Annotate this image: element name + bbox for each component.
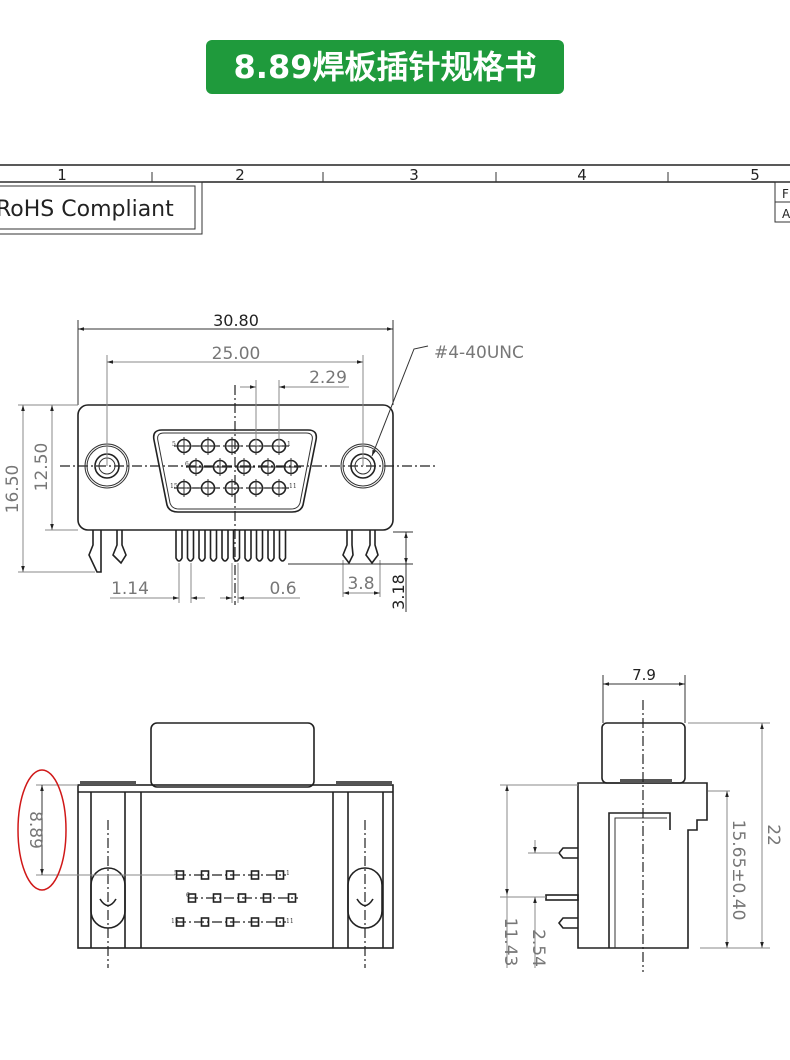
board-lock-right <box>342 530 379 565</box>
pin-pad <box>262 893 272 903</box>
solder-pin <box>255 530 264 562</box>
pin-contact <box>235 458 253 476</box>
board-lock-left <box>88 530 127 573</box>
zone-4: 4 <box>577 166 587 184</box>
pin-label-15: 15 <box>170 483 178 490</box>
pin-grid-bottom <box>175 870 298 927</box>
pin-pad <box>225 917 235 927</box>
dim-pin-length: 3.18 <box>389 574 408 610</box>
pin-contact <box>223 437 241 455</box>
dim-mount-pitch: 25.00 <box>212 344 261 364</box>
pin-label-11: 11 <box>286 918 294 925</box>
pin-label-11: 11 <box>289 483 297 490</box>
dim-total-height: 22 <box>763 824 783 846</box>
dim-flange-height: 12.50 <box>32 443 52 492</box>
pin-label-6: 6 <box>186 892 190 899</box>
pin-label-1: 1 <box>286 870 290 877</box>
zone-3: 3 <box>409 166 419 184</box>
pin-label-15: 15 <box>171 918 179 925</box>
solder-pin <box>267 530 275 562</box>
pin-contact <box>187 458 205 476</box>
zone-1: 1 <box>57 166 67 184</box>
pin-pad <box>225 870 235 880</box>
pin-contact <box>199 437 217 455</box>
pin-contact <box>199 479 217 497</box>
pin-label-5: 5 <box>174 870 178 877</box>
pin-pad <box>187 893 197 903</box>
highlight-circle <box>17 769 67 891</box>
corner-cell-f: F <box>782 187 789 201</box>
front-view: 5 1 6 15 11 30.80 25.00 2.29 16.50 <box>3 311 524 612</box>
dim-body-height: 15.65±0.40 <box>728 820 748 921</box>
pin-pad <box>200 870 210 880</box>
solder-pin <box>232 530 241 562</box>
solder-pins <box>175 530 287 562</box>
pin-pad <box>275 870 285 880</box>
drawing-frame: 1 2 3 4 5 RoHS Compliant F A <box>0 164 790 235</box>
zone-5: 5 <box>750 166 760 184</box>
dim-overall-height: 16.50 <box>3 465 23 514</box>
side-view: 7.9 22 15.65±0.40 11.43 2.54 <box>500 666 783 972</box>
solder-pin <box>221 530 229 562</box>
solder-pin <box>186 530 195 562</box>
pin-pad <box>250 917 260 927</box>
pin-pad <box>275 917 285 927</box>
pin-contact <box>223 479 241 497</box>
pin-pad <box>175 917 185 927</box>
pin-contact <box>282 458 300 476</box>
pin-pad <box>200 917 210 927</box>
pin-label-1: 1 <box>287 441 291 448</box>
pin-contact <box>175 479 193 497</box>
pin-pad <box>237 893 247 903</box>
solder-pin <box>198 530 206 562</box>
pin-pad <box>175 870 185 880</box>
pin-contact <box>259 458 277 476</box>
pin-grid <box>174 437 301 497</box>
title-banner: 8.89焊板插针规格书 <box>206 40 564 94</box>
pin-label-5: 5 <box>172 441 176 448</box>
dim-pin-pitch: 2.29 <box>309 368 347 388</box>
solder-pin <box>175 530 183 562</box>
corner-cell-a: A <box>782 207 790 221</box>
solder-pin <box>278 530 287 562</box>
rohs-label: RoHS Compliant <box>0 197 174 222</box>
pin-contact <box>247 479 265 497</box>
dim-shell-depth: 7.9 <box>632 666 656 684</box>
pin-pad <box>250 870 260 880</box>
solder-pin <box>244 530 252 562</box>
dim-overall-width: 30.80 <box>213 311 259 330</box>
dim-row-height: 11.43 <box>500 918 520 967</box>
dim-thread: #4-40UNC <box>434 343 524 363</box>
dim-row-offset: 8.89 <box>25 811 45 849</box>
zone-2: 2 <box>235 166 245 184</box>
dim-board-lock-width: 3.8 <box>347 574 374 594</box>
dim-pin-spacing: 1.14 <box>111 579 149 599</box>
pin-label-6: 6 <box>185 461 189 468</box>
solder-pin <box>209 530 218 562</box>
dim-row-pitch: 2.54 <box>528 929 548 967</box>
pin-pad <box>287 893 297 903</box>
pin-contact <box>211 458 229 476</box>
pin-contact <box>270 479 288 497</box>
dim-pin-width: 0.6 <box>269 579 296 599</box>
pin-contact <box>175 437 193 455</box>
bottom-view: 5 1 6 15 11 8.89 <box>17 722 394 968</box>
pin-pad <box>212 893 222 903</box>
